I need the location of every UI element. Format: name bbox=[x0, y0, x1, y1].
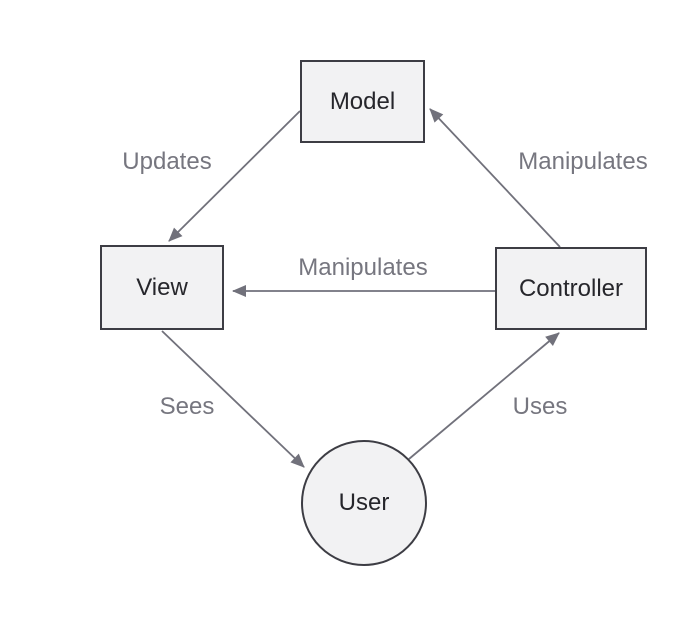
node-controller: Controller bbox=[495, 247, 647, 330]
node-model: Model bbox=[300, 60, 425, 143]
edge-controller-to-model bbox=[429, 108, 561, 248]
edge-model-to-view bbox=[168, 110, 301, 242]
node-view: View bbox=[100, 245, 224, 330]
node-controller-label: Controller bbox=[518, 274, 624, 302]
node-user: User bbox=[301, 440, 427, 566]
node-user-label: User bbox=[338, 489, 390, 516]
edge-label-manipulates-model: Manipulates bbox=[516, 148, 650, 175]
edge-label-uses: Uses bbox=[510, 393, 570, 420]
edge-label-sees: Sees bbox=[157, 393, 217, 420]
edge-label-manipulates-view: Manipulates bbox=[296, 254, 430, 281]
edge-view-to-user bbox=[161, 330, 305, 468]
edge-user-to-controller bbox=[408, 332, 560, 460]
edge-label-updates: Updates bbox=[120, 148, 214, 175]
node-model-label: Model bbox=[329, 87, 396, 115]
node-view-label: View bbox=[136, 273, 188, 301]
